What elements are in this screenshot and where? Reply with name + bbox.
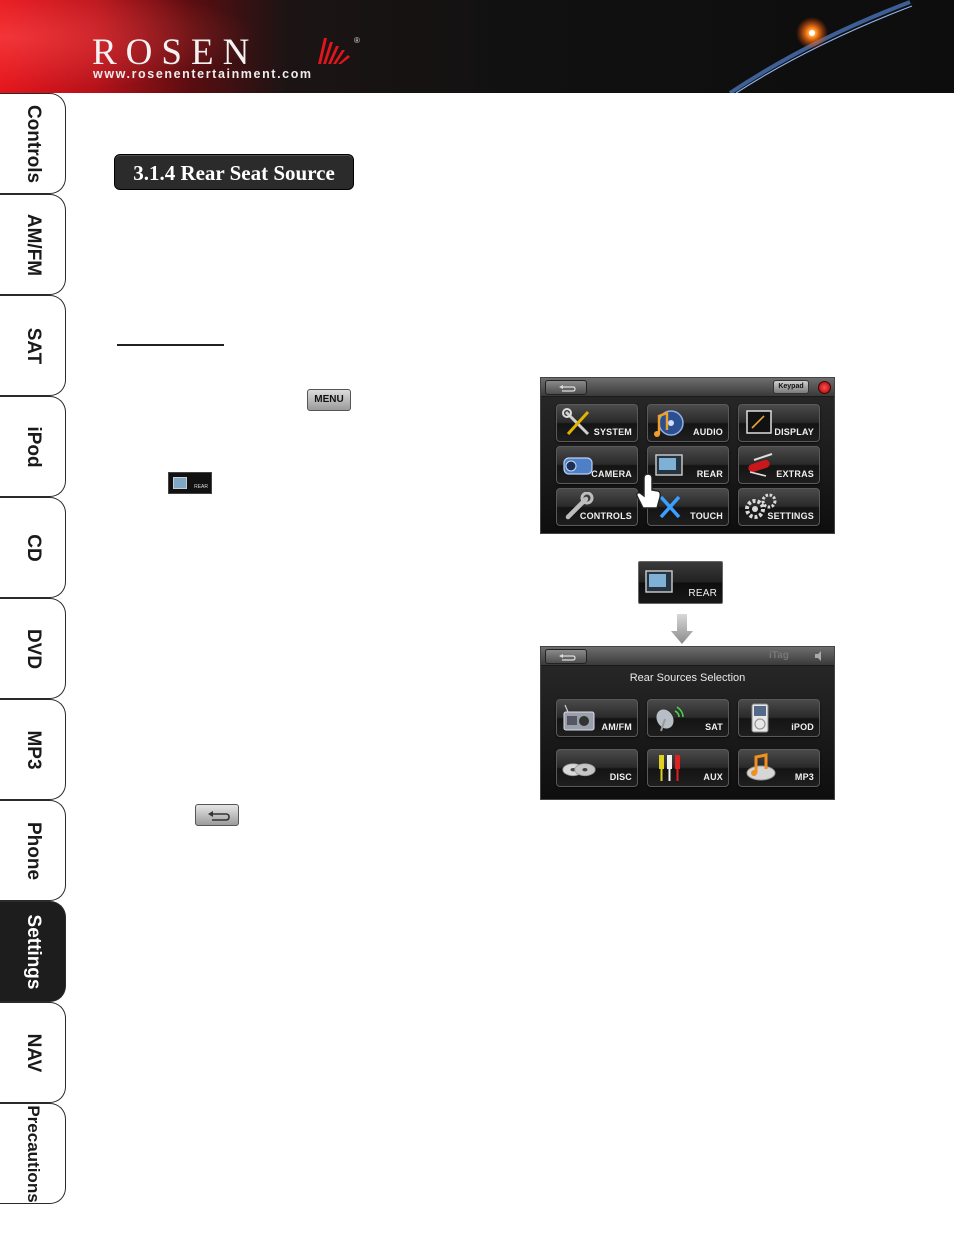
brand-url: www.rosenentertainment.com <box>93 67 313 81</box>
rear-sources-screen: iTag Rear Sources Selection AM/FM SAT iP <box>540 646 835 800</box>
planet-horizon-graphic <box>728 0 913 93</box>
tab-nav[interactable]: NAV <box>0 1002 66 1103</box>
speaker-icon <box>815 651 821 661</box>
display-tile[interactable]: DISPLAY <box>738 404 820 442</box>
crosshair-icon <box>659 495 681 519</box>
settings-tile[interactable]: SETTINGS <box>738 488 820 526</box>
tab-am-fm[interactable]: AM/FM <box>0 194 66 295</box>
tab-mp3[interactable]: MP3 <box>0 699 66 800</box>
power-icon[interactable] <box>818 381 831 394</box>
back-arrow-icon <box>208 811 230 821</box>
system-tile[interactable]: SYSTEM <box>556 404 638 442</box>
back-button[interactable] <box>545 649 587 664</box>
satellite-dish-icon <box>656 706 684 732</box>
menu-button-image: MENU <box>307 389 351 411</box>
rear-disc-tile[interactable]: DISC <box>556 749 638 787</box>
music-note-icon <box>654 410 684 437</box>
tab-phone[interactable]: Phone <box>0 800 66 901</box>
back-button-image <box>195 804 239 826</box>
wrench-icon <box>565 492 594 520</box>
rear-amfm-tile[interactable]: AM/FM <box>556 699 638 737</box>
down-arrow-icon <box>671 614 693 644</box>
rear-mp3-tile[interactable]: MP3 <box>738 749 820 787</box>
subsection-underline <box>117 344 224 346</box>
registered-mark: ® <box>354 36 360 45</box>
disc-icon <box>562 763 596 777</box>
rear-sat-tile[interactable]: SAT <box>647 699 729 737</box>
section-heading: 3.1.4 Rear Seat Source <box>114 154 354 190</box>
tab-sat[interactable]: SAT <box>0 295 66 396</box>
chapter-tabs: Controls AM/FM SAT iPod CD DVD MP3 Phone… <box>0 93 66 1204</box>
brand-rays-icon <box>318 38 350 64</box>
keypad-button[interactable]: Keypad <box>773 380 809 394</box>
camera-tile[interactable]: CAMERA <box>556 446 638 484</box>
back-arrow-icon <box>559 385 576 392</box>
swiss-knife-icon <box>748 453 773 477</box>
monitor-icon <box>173 477 187 489</box>
rear-tile[interactable]: REAR <box>647 446 729 484</box>
tab-precautions[interactable]: Precautions <box>0 1103 66 1204</box>
rca-cable-icon <box>659 755 680 781</box>
header-glow <box>0 0 260 93</box>
camera-icon <box>563 457 593 475</box>
screen-topbar: iTag <box>541 647 834 666</box>
radio-icon <box>563 704 595 731</box>
screen-topbar: Keypad <box>541 378 834 397</box>
itag-indicator: iTag <box>769 650 789 661</box>
tab-controls[interactable]: Controls <box>0 93 66 194</box>
main-menu-screen: Keypad SYSTEM AUDIO DISPLAY CA <box>540 377 835 534</box>
display-icon <box>746 410 772 434</box>
monitor-icon <box>645 570 673 593</box>
ipod-icon <box>751 703 769 733</box>
pointing-hand-icon <box>636 473 661 509</box>
rear-button-mini-image: REAR <box>168 472 212 494</box>
tools-icon <box>562 408 590 436</box>
tab-dvd[interactable]: DVD <box>0 598 66 699</box>
controls-tile[interactable]: CONTROLS <box>556 488 638 526</box>
tab-settings[interactable]: Settings <box>0 901 66 1002</box>
gears-icon <box>745 493 777 519</box>
header-banner: ROSEN ® www.rosenentertainment.com <box>0 0 954 93</box>
rear-button-enlarged: REAR <box>638 561 723 604</box>
back-arrow-icon <box>559 654 576 661</box>
back-button[interactable] <box>545 380 587 395</box>
tab-cd[interactable]: CD <box>0 497 66 598</box>
rear-aux-tile[interactable]: AUX <box>647 749 729 787</box>
tab-ipod[interactable]: iPod <box>0 396 66 497</box>
mp3-icon <box>746 753 776 781</box>
monitor-icon <box>655 454 683 476</box>
rear-ipod-tile[interactable]: iPOD <box>738 699 820 737</box>
audio-tile[interactable]: AUDIO <box>647 404 729 442</box>
brand-logo: ROSEN <box>92 32 259 73</box>
rear-sources-title: Rear Sources Selection <box>629 672 746 684</box>
extras-tile[interactable]: EXTRAS <box>738 446 820 484</box>
